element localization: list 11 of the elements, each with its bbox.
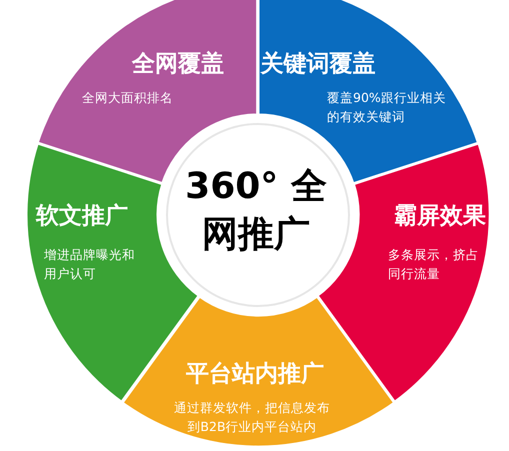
segment-description: 覆盖90%跟行业相关的有效关键词 (327, 89, 447, 126)
segment-description: 通过群发软件，把信息发布到B2B行业内平台站内 (172, 398, 331, 436)
segment-heading: 霸屏效果 (394, 202, 486, 231)
segment-description: 增进品牌曝光和用户认可 (44, 246, 136, 283)
center-title: 360° 全网推广 (184, 165, 328, 257)
segment-heading: 关键词覆盖 (260, 50, 376, 79)
segment-heading: 软文推广 (36, 202, 128, 231)
segment-heading: 全网覆盖 (132, 50, 224, 79)
segment-description: 全网大面积排名 (82, 89, 174, 107)
segment-heading: 平台站内推广 (186, 360, 324, 389)
segment-description: 多条展示，挤占同行流量 (388, 246, 480, 283)
